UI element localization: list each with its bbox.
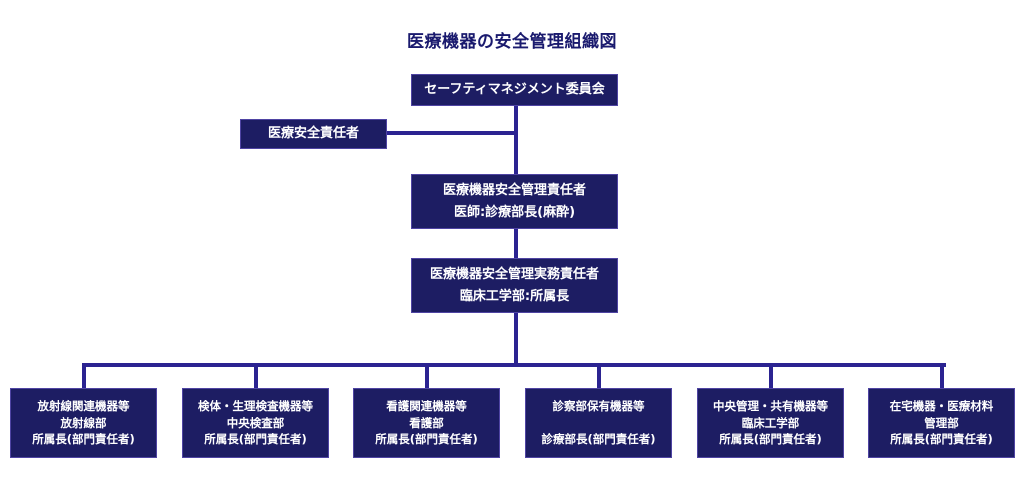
node-label-line-1: 看護関連機器等 (386, 398, 467, 413)
connector-committee-to-manager (514, 105, 518, 175)
node-label-line-1: 放射線関連機器等 (37, 398, 130, 413)
node-label-line-2: 放射線部 (60, 415, 107, 430)
node-label-line-1: 診察部保有機器等 (552, 398, 645, 413)
node-medical-safety-officer: 医療安全責任者 (240, 119, 387, 149)
node-department-nursing: 看護関連機器等 看護部 所属長(部門責任者) (353, 388, 500, 458)
node-label-line-1: 検体・生理検査機器等 (198, 398, 313, 413)
node-label-line-3: 所属長(部門責任者) (719, 432, 822, 447)
connector-operations-to-bus (514, 312, 518, 365)
connector-drop-dept-central (769, 363, 773, 389)
node-label-line-3: 診療部長(部門責任者) (541, 432, 656, 447)
connector-drop-dept-laboratory (254, 363, 258, 389)
connector-committee-to-safety-officer (386, 131, 516, 135)
node-label-line-3: 所属長(部門責任者) (890, 432, 993, 447)
connector-manager-to-operations (514, 228, 518, 259)
node-label-line-1: 医療機器安全管理実務責任者 (429, 266, 599, 282)
node-department-radiology: 放射線関連機器等 放射線部 所属長(部門責任者) (10, 388, 157, 458)
node-department-laboratory: 検体・生理検査機器等 中央検査部 所属長(部門責任者) (182, 388, 329, 458)
node-label-line-3: 所属長(部門責任者) (204, 432, 307, 447)
node-label-line-2: 医師:診療部長(麻酔) (453, 205, 576, 220)
node-label-line-1: 医療機器安全管理責任者 (442, 182, 586, 198)
node-label-line-2: 臨床工学部:所属長 (459, 289, 570, 304)
node-medical-device-operations-manager: 医療機器安全管理実務責任者 臨床工学部:所属長 (411, 258, 618, 313)
node-label-line-2: 臨床工学部 (741, 415, 800, 430)
node-label-line-2: 管理部 (924, 415, 959, 430)
node-label-line-3: 所属長(部門責任者) (32, 432, 135, 447)
node-safety-management-committee: セーフティマネジメント委員会 (411, 74, 618, 106)
node-department-homecare-materials: 在宅機器・医療材料 管理部 所属長(部門責任者) (868, 388, 1015, 458)
node-label-line-1: セーフティマネジメント委員会 (424, 82, 605, 98)
node-department-central-shared: 中央管理・共有機器等 臨床工学部 所属長(部門責任者) (697, 388, 844, 458)
connector-drop-dept-radiology (82, 363, 86, 389)
node-label-line-1: 医療安全責任者 (267, 126, 359, 142)
node-medical-device-safety-manager: 医療機器安全管理責任者 医師:診療部長(麻酔) (411, 174, 618, 229)
page-title: 医療機器の安全管理組織図 (407, 32, 617, 52)
connector-drop-dept-clinical (597, 363, 601, 389)
node-label-line-2: 看護部 (409, 415, 444, 430)
node-label-line-1: 中央管理・共有機器等 (713, 398, 828, 413)
node-label-line-1: 在宅機器・医療材料 (889, 398, 994, 413)
node-label-line-3: 所属長(部門責任者) (375, 432, 478, 447)
node-label-line-2: 中央検査部 (226, 415, 285, 430)
node-department-clinical: 診察部保有機器等 診療部長(部門責任者) (525, 388, 672, 458)
connector-drop-dept-nursing (425, 363, 429, 389)
connector-drop-dept-homecare (940, 363, 944, 389)
connector-department-bus (84, 363, 946, 367)
